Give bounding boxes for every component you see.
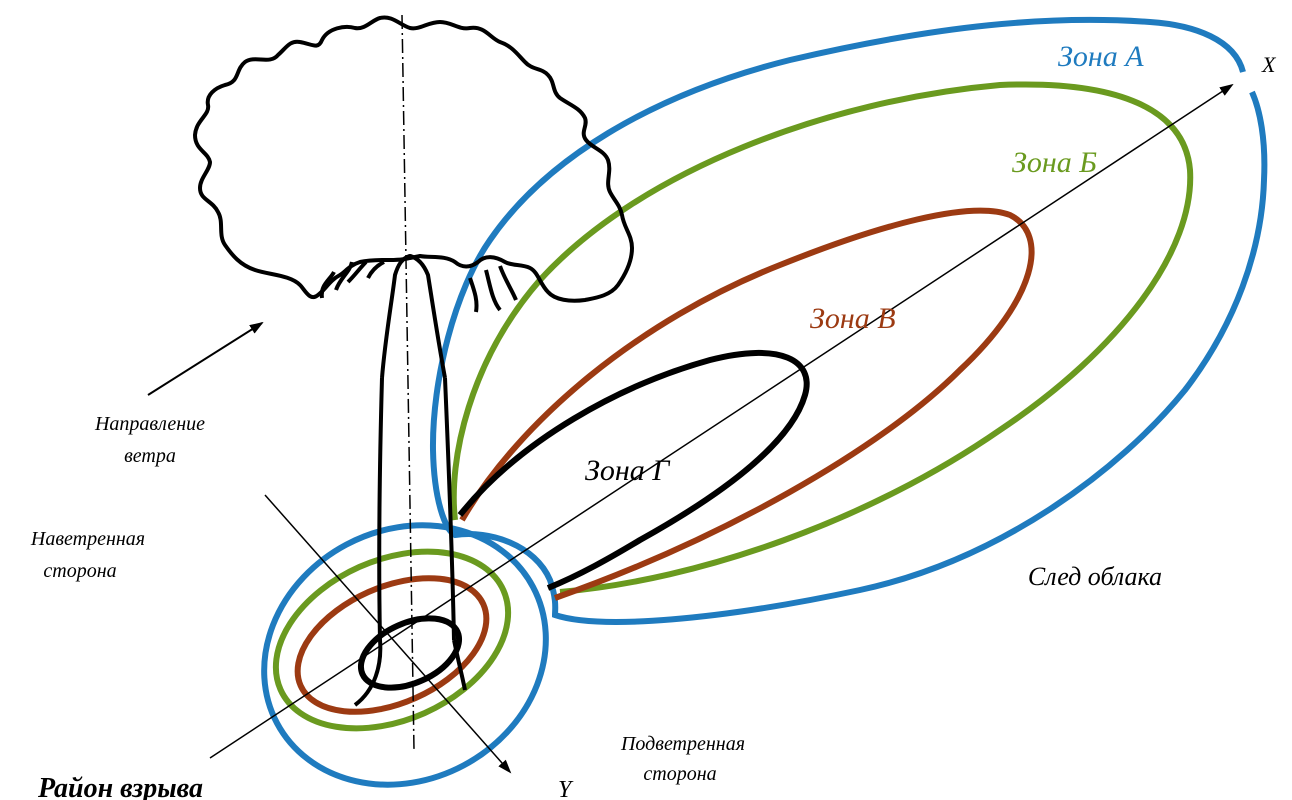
- leeward-side-label-line1: Подветренная: [620, 733, 745, 755]
- zone-g-label: Зона Г: [585, 454, 671, 487]
- x-axis-line: [210, 85, 1232, 758]
- wind-direction-label-line1: Направление: [94, 413, 205, 435]
- wind-direction-arrow: [148, 323, 262, 395]
- leeward-side-label-line2: сторона: [643, 763, 716, 785]
- cloud-trace-label: След облака: [1028, 562, 1162, 591]
- zone-b-label: Зона Б: [1012, 146, 1097, 179]
- windward-side-label-line2: сторона: [43, 560, 116, 582]
- mushroom-cloud: [195, 17, 632, 705]
- explosion-area-label: Район взрыва: [37, 773, 203, 800]
- zone-v-label: Зона В: [810, 302, 896, 335]
- x-axis-label: X: [1261, 52, 1277, 77]
- zone-a-label: Зона А: [1058, 40, 1144, 73]
- wind-direction-label-line2: ветра: [124, 445, 176, 467]
- y-axis-label: Y: [558, 777, 574, 800]
- windward-side-label-line1: Наветренная: [30, 528, 145, 550]
- cloud-center-axis: [402, 15, 414, 750]
